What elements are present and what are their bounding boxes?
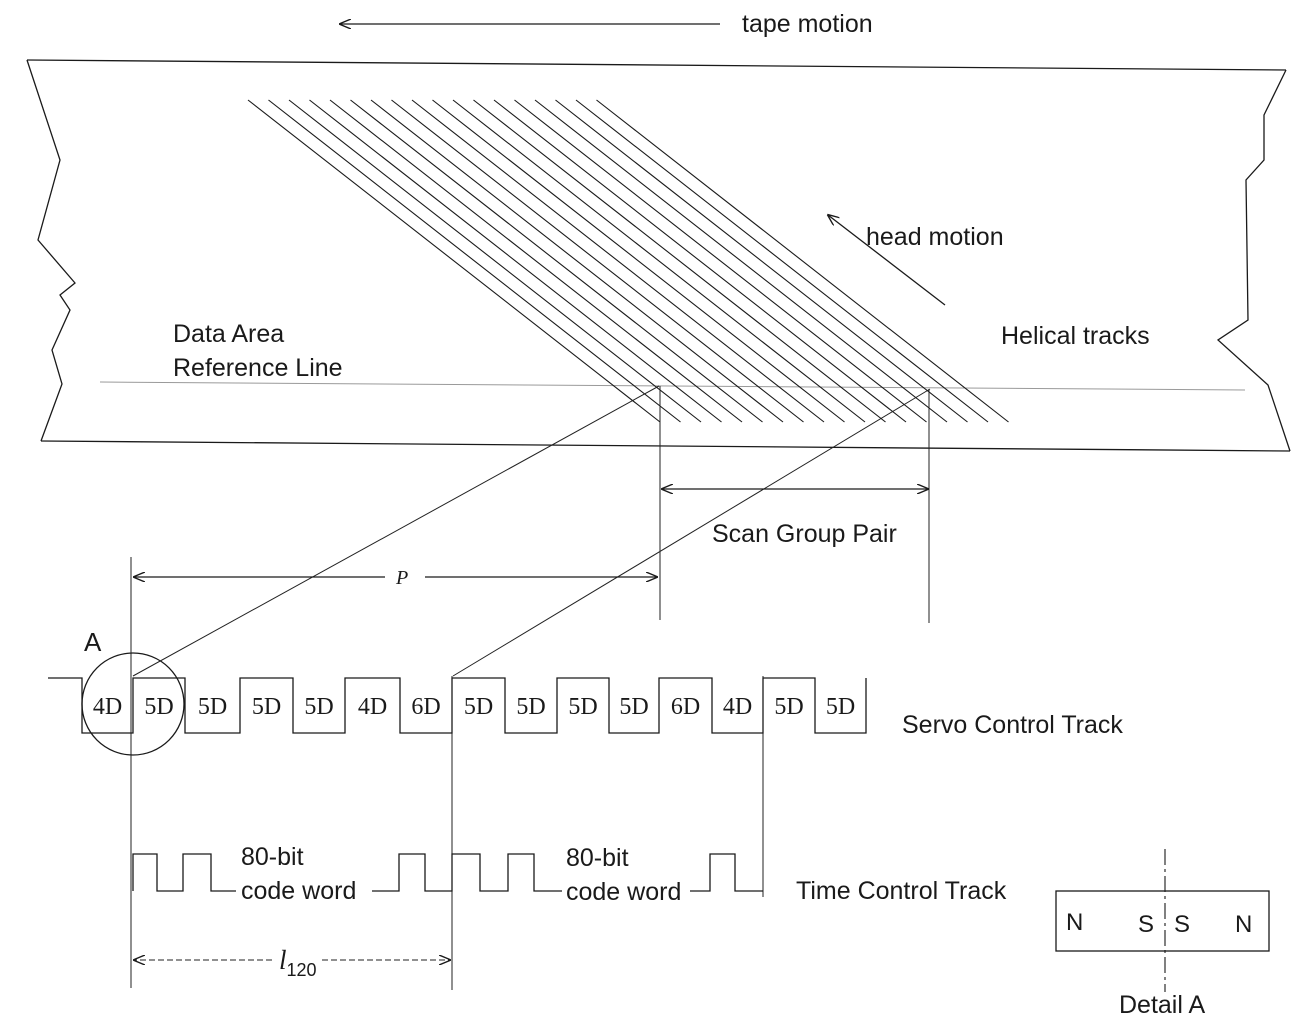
helical-track-line: [452, 99, 866, 423]
helical-track-line: [555, 99, 968, 423]
helical-track-line: [309, 99, 722, 423]
tape-outline: [26, 59, 1291, 452]
helical-track-line: [247, 99, 661, 423]
helical-track-line: [350, 99, 763, 423]
helical-track-line: [329, 99, 743, 423]
servo-cell-label: 5D: [516, 694, 545, 720]
servo-cell-label: 5D: [304, 694, 333, 720]
ref-line-label-1: Data Area: [173, 320, 284, 348]
helical-track-line: [534, 99, 948, 423]
helical-tracks-label: Helical tracks: [1001, 322, 1150, 350]
projection-line-1: [132, 385, 660, 677]
detail-a-box: [1055, 890, 1270, 952]
servo-cell-label: 5D: [619, 694, 648, 720]
time-control-track: [132, 853, 763, 892]
magnet-pole-2: S: [1138, 911, 1154, 938]
servo-cell-label: 5D: [252, 694, 281, 720]
head-motion-label: head motion: [866, 223, 1004, 251]
helical-track-line: [575, 99, 989, 423]
detail-marker-label: A: [84, 627, 102, 657]
reference-line: [99, 381, 1246, 391]
magnet-pole-3: S: [1174, 911, 1190, 938]
servo-cell-label: 4D: [358, 694, 387, 720]
time-waveform: [132, 853, 236, 892]
detail-a-title: Detail A: [1119, 991, 1205, 1018]
magnet-pole-4: N: [1235, 911, 1252, 938]
helical-track-line: [391, 99, 804, 423]
helical-track-line: [432, 99, 845, 423]
pitch-label: P: [395, 567, 408, 589]
servo-waveform: [48, 677, 867, 734]
helical-tracks-group: [247, 99, 1009, 423]
helical-track-line: [473, 99, 886, 423]
time-track-label: Time Control Track: [796, 877, 1007, 905]
code-word-2-line1: 80-bit: [566, 844, 629, 872]
time-waveform: [690, 853, 763, 892]
servo-cell-label: 4D: [93, 694, 122, 720]
scan-group-pair-label: Scan Group Pair: [712, 520, 897, 548]
code-word-1-line1: 80-bit: [241, 843, 304, 871]
code-word-1-line2: code word: [241, 877, 356, 905]
servo-cell-label: 4D: [723, 694, 752, 720]
helical-track-line: [288, 99, 702, 423]
servo-cell-label: 5D: [568, 694, 597, 720]
helical-track-line: [411, 99, 825, 423]
servo-cell-label: 6D: [411, 694, 440, 720]
helical-track-line: [596, 99, 1009, 423]
servo-control-track: 4D 5D 5D 5D 5D 4D 6D 5D 5D 5D 5D 6D 4D 5D 5D: [48, 677, 867, 734]
tape-motion-label: tape motion: [742, 10, 873, 38]
servo-cell-label: 5D: [198, 694, 227, 720]
magnet-pole-1: N: [1066, 909, 1083, 936]
servo-cell-label: 5D: [826, 694, 855, 720]
head-motion-arrow: [828, 215, 946, 306]
code-word-2-line2: code word: [566, 878, 681, 906]
servo-cell-label: 5D: [464, 694, 493, 720]
projection-line-2: [452, 388, 931, 677]
helical-track-line: [514, 99, 927, 423]
servo-cell-label: 6D: [671, 694, 700, 720]
ref-line-label-2: Reference Line: [173, 354, 343, 382]
length-label: l120: [279, 945, 317, 980]
time-waveform: [372, 853, 562, 892]
helical-track-line: [493, 99, 907, 423]
helical-track-line: [370, 99, 784, 423]
helical-track-line: [268, 99, 681, 423]
servo-cell-label: 5D: [144, 694, 173, 720]
servo-track-label: Servo Control Track: [902, 711, 1123, 739]
servo-cell-label: 5D: [774, 694, 803, 720]
